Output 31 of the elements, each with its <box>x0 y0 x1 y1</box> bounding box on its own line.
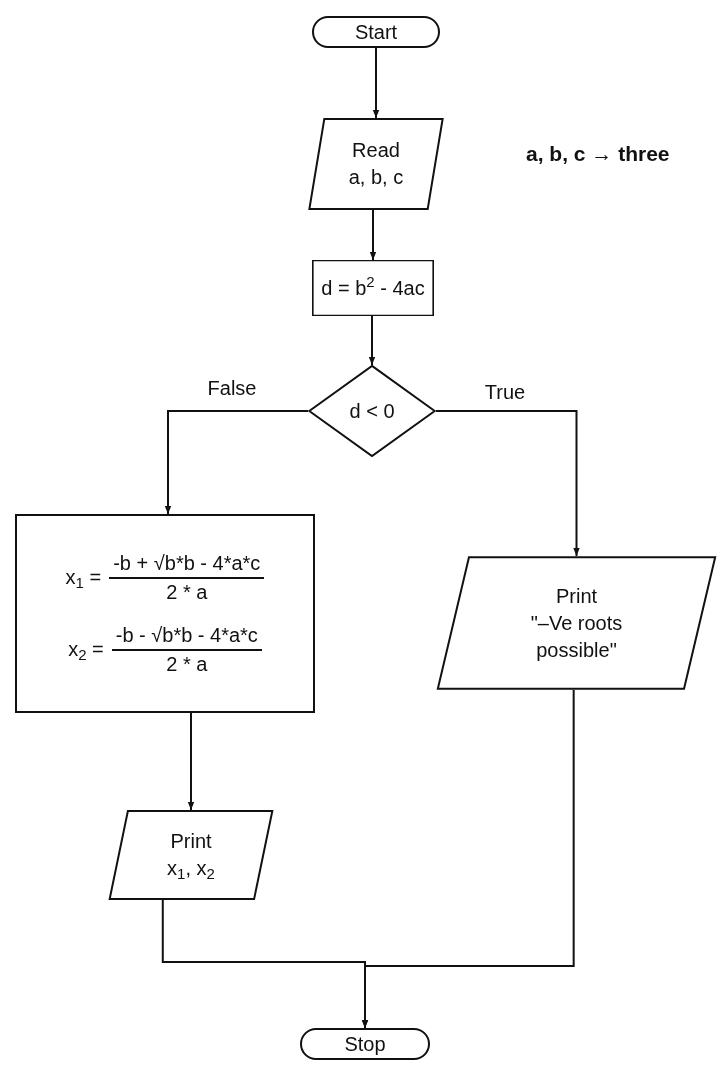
node-text: -b - √b*b - 4*a*c <box>111 621 262 651</box>
arrow <box>369 209 377 261</box>
node-text: Print <box>555 583 598 609</box>
process-box <box>15 514 315 713</box>
stop-terminal <box>300 1028 430 1060</box>
arrow <box>368 315 376 366</box>
start-terminal <box>312 16 440 48</box>
node-text: Stop <box>344 1031 386 1057</box>
node-text: x$_{2}$ = <box>68 637 104 663</box>
node-text: Start <box>354 19 398 45</box>
node-text: -b + √b*b - 4*a*c <box>109 549 265 579</box>
node-text: Read a, b, c <box>347 138 405 190</box>
node-text: x$_{1}$ = <box>65 565 102 591</box>
node-text: Print <box>170 829 212 854</box>
note-text: a, b, c → three <box>526 141 670 167</box>
node-text: x$_{1}$, x$_{2}$ <box>167 856 215 882</box>
input-parallelogram <box>308 118 444 210</box>
arrow <box>164 410 309 515</box>
arrow <box>372 47 380 119</box>
arrow <box>187 712 195 811</box>
process-box <box>312 260 434 316</box>
node-text: d < 0 <box>349 398 395 424</box>
node-text: "–Ve roots possible" <box>529 610 624 663</box>
decision-diamond <box>308 365 436 457</box>
output-parallelogram <box>108 810 274 900</box>
node-text: 2 * a <box>166 651 208 677</box>
arrow <box>361 689 575 1029</box>
node-text: d = b$^{2}$ - 4ac <box>321 274 425 301</box>
output-parallelogram <box>435 556 718 690</box>
arrow <box>435 410 580 557</box>
node-text: 2 * a <box>166 579 208 605</box>
